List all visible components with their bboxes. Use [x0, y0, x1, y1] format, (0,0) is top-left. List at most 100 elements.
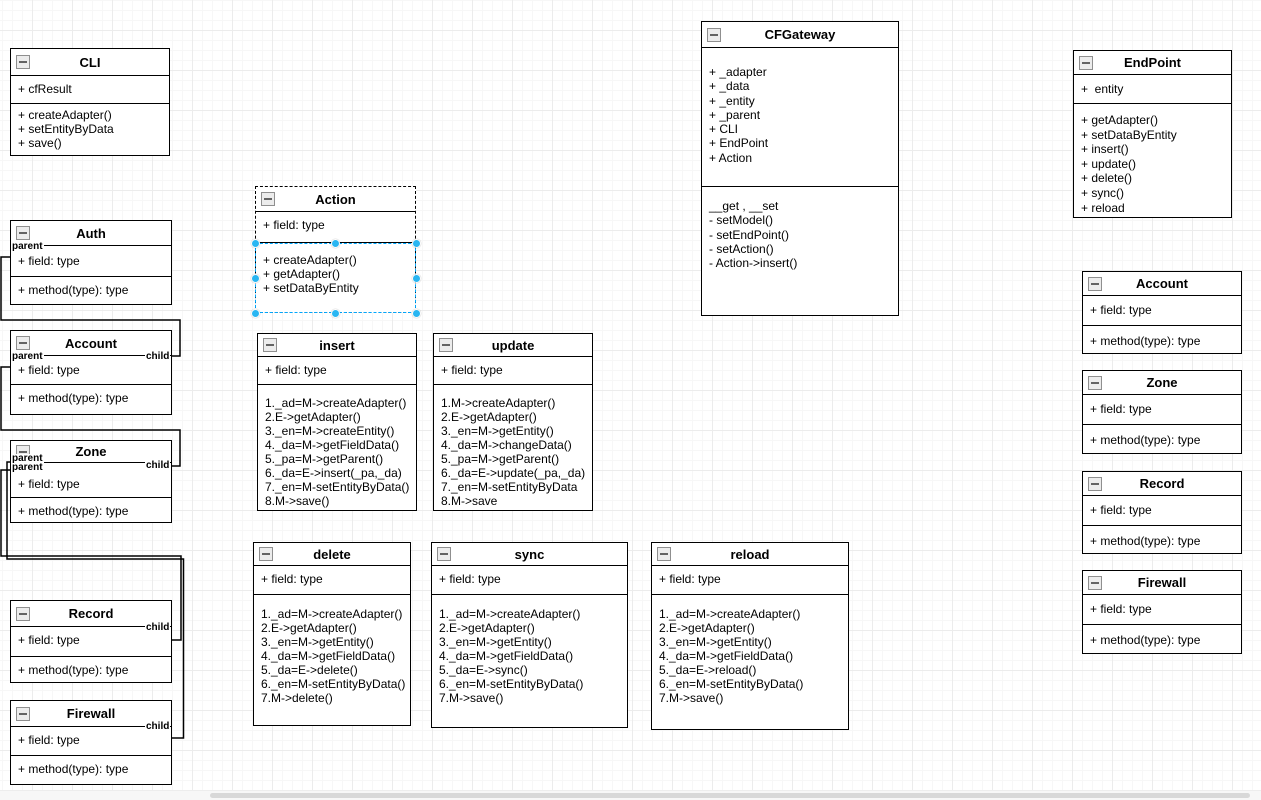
- selection-handle-w[interactable]: [250, 273, 260, 283]
- selection-handle-sw[interactable]: [250, 308, 260, 318]
- edge-label-parent[interactable]: parent: [11, 241, 44, 252]
- method-line: + method(type): type: [18, 663, 129, 677]
- horizontal-scrollbar-thumb[interactable]: [210, 793, 1250, 798]
- field-line: + field: type: [263, 218, 325, 232]
- edge-label-child[interactable]: child: [145, 460, 171, 471]
- method-line: 8.M->save(): [265, 494, 330, 508]
- collapse-icon[interactable]: [263, 338, 277, 352]
- method-line: 8.M->save: [441, 494, 498, 508]
- method-line: + save(): [18, 136, 62, 150]
- selection-handle-n[interactable]: [331, 238, 340, 248]
- class-box-record-right[interactable]: Record + field: type + method(type): typ…: [1082, 471, 1242, 554]
- method-line: - Action->insert(): [709, 256, 798, 271]
- class-box-endpoint[interactable]: EndPoint + entity + getAdapter()+ setDat…: [1073, 50, 1232, 218]
- selection-handle-nw[interactable]: [250, 238, 260, 248]
- collapse-icon[interactable]: [16, 226, 30, 240]
- class-title: EndPoint: [1123, 55, 1182, 70]
- class-box-insert[interactable]: insert + field: type 1._ad=M->createAdap…: [257, 333, 417, 511]
- selection-handle-ne[interactable]: [411, 238, 421, 248]
- method-line: 6._en=M-setEntityByData(): [261, 677, 406, 691]
- collapse-icon[interactable]: [261, 192, 275, 206]
- collapse-icon[interactable]: [437, 547, 451, 561]
- class-title: Account: [65, 335, 117, 351]
- horizontal-scrollbar[interactable]: [0, 790, 1261, 800]
- edge-label-parent[interactable]: parent: [11, 351, 44, 362]
- method-line: + getAdapter(): [263, 267, 341, 281]
- class-title: CLI: [79, 54, 101, 70]
- method-line: 1._ad=M->createAdapter(): [439, 607, 581, 621]
- class-title: insert: [319, 337, 355, 353]
- method-line: 5._pa=M->getParent(): [441, 452, 560, 466]
- class-box-record-left[interactable]: Record + field: type + method(type): typ…: [10, 600, 172, 683]
- class-box-auth[interactable]: Auth + field: type + method(type): type: [10, 220, 172, 305]
- edge-label-child[interactable]: child: [145, 721, 171, 732]
- field-line: + entity: [1081, 82, 1124, 96]
- method-line: 2.E->getAdapter(): [439, 621, 535, 635]
- class-header: Auth: [11, 221, 171, 246]
- class-title: CFGateway: [764, 27, 836, 42]
- collapse-icon[interactable]: [1088, 276, 1102, 291]
- class-box-firewall-right[interactable]: Firewall + field: type + method(type): t…: [1082, 570, 1242, 654]
- method-line: 4._da=M->getFieldData(): [439, 649, 574, 663]
- class-header: Record: [11, 601, 171, 627]
- selection-handle-s[interactable]: [331, 308, 340, 318]
- class-box-action[interactable]: Action + field: type + createAdapter()+ …: [255, 186, 416, 313]
- methods-compartment: + method(type): type: [1083, 326, 1241, 353]
- class-header: Firewall: [11, 701, 171, 727]
- edge-label-parent[interactable]: parent: [11, 462, 44, 473]
- class-box-account-right[interactable]: Account + field: type + method(type): ty…: [1082, 271, 1242, 354]
- collapse-icon[interactable]: [1079, 55, 1093, 70]
- class-box-account-left[interactable]: Account + field: type + method(type): ty…: [10, 330, 172, 415]
- class-box-cli[interactable]: CLI + cfResult + createAdapter()+ setEnt…: [10, 48, 170, 156]
- method-line: - setModel(): [709, 213, 774, 228]
- field-line: + field: type: [18, 363, 80, 377]
- method-line: + method(type): type: [18, 283, 129, 297]
- class-box-reload[interactable]: reload + field: type 1._ad=M->createAdap…: [651, 542, 849, 730]
- field-line: + cfResult: [18, 82, 72, 96]
- edge-zone-firewall[interactable]: [6, 461, 185, 739]
- class-header: CFGateway: [702, 22, 898, 48]
- fields-compartment: + field: type: [11, 627, 171, 657]
- edge-account-zone[interactable]: [0, 366, 181, 467]
- class-box-update[interactable]: update + field: type 1.M->createAdapter(…: [433, 333, 593, 511]
- collapse-icon[interactable]: [657, 547, 671, 561]
- edge-auth-account[interactable]: [0, 256, 181, 357]
- field-line: + field: type: [1090, 602, 1152, 616]
- selection-handle-se[interactable]: [411, 308, 421, 318]
- method-line: 1.M->createAdapter(): [441, 396, 556, 410]
- class-box-delete[interactable]: delete + field: type 1._ad=M->createAdap…: [253, 542, 411, 726]
- collapse-icon[interactable]: [16, 55, 30, 69]
- class-header: Zone: [1083, 371, 1241, 395]
- collapse-icon[interactable]: [439, 338, 453, 352]
- selection-handle-e[interactable]: [411, 273, 421, 283]
- collapse-icon[interactable]: [16, 706, 30, 721]
- field-line: + field: type: [18, 254, 80, 268]
- method-line: __get , __set: [709, 199, 779, 213]
- collapse-icon[interactable]: [16, 606, 30, 621]
- collapse-icon[interactable]: [1088, 375, 1102, 390]
- collapse-icon[interactable]: [259, 547, 273, 561]
- edge-label-child[interactable]: child: [145, 622, 171, 633]
- class-box-cfgateway[interactable]: CFGateway + _adapter+ _data+ _entity+ _p…: [701, 21, 899, 316]
- method-line: + method(type): type: [18, 391, 129, 405]
- method-line: + method(type): type: [18, 762, 129, 776]
- edge-label-child[interactable]: child: [145, 351, 171, 362]
- collapse-icon[interactable]: [16, 336, 30, 350]
- edge-label-parent[interactable]: parent: [11, 453, 44, 464]
- field-line: + _entity: [709, 93, 755, 108]
- field-line: + field: type: [659, 572, 721, 586]
- collapse-icon[interactable]: [1088, 575, 1102, 590]
- edge-zone-record[interactable]: [0, 469, 182, 641]
- class-box-zone-right[interactable]: Zone + field: type + method(type): type: [1082, 370, 1242, 454]
- collapse-icon[interactable]: [1088, 476, 1102, 491]
- class-box-sync[interactable]: sync + field: type 1._ad=M->createAdapte…: [431, 542, 628, 728]
- class-box-firewall-left[interactable]: Firewall + field: type + method(type): t…: [10, 700, 172, 785]
- collapse-icon[interactable]: [707, 27, 721, 42]
- class-header: Record: [1083, 472, 1241, 496]
- method-line: 3._en=M->getEntity(): [439, 635, 552, 649]
- method-line: 7.M->save(): [439, 691, 504, 705]
- method-line: 7.M->delete(): [261, 691, 333, 705]
- class-box-zone-left[interactable]: Zone + field: type + method(type): type: [10, 440, 172, 523]
- class-header: Account: [11, 331, 171, 356]
